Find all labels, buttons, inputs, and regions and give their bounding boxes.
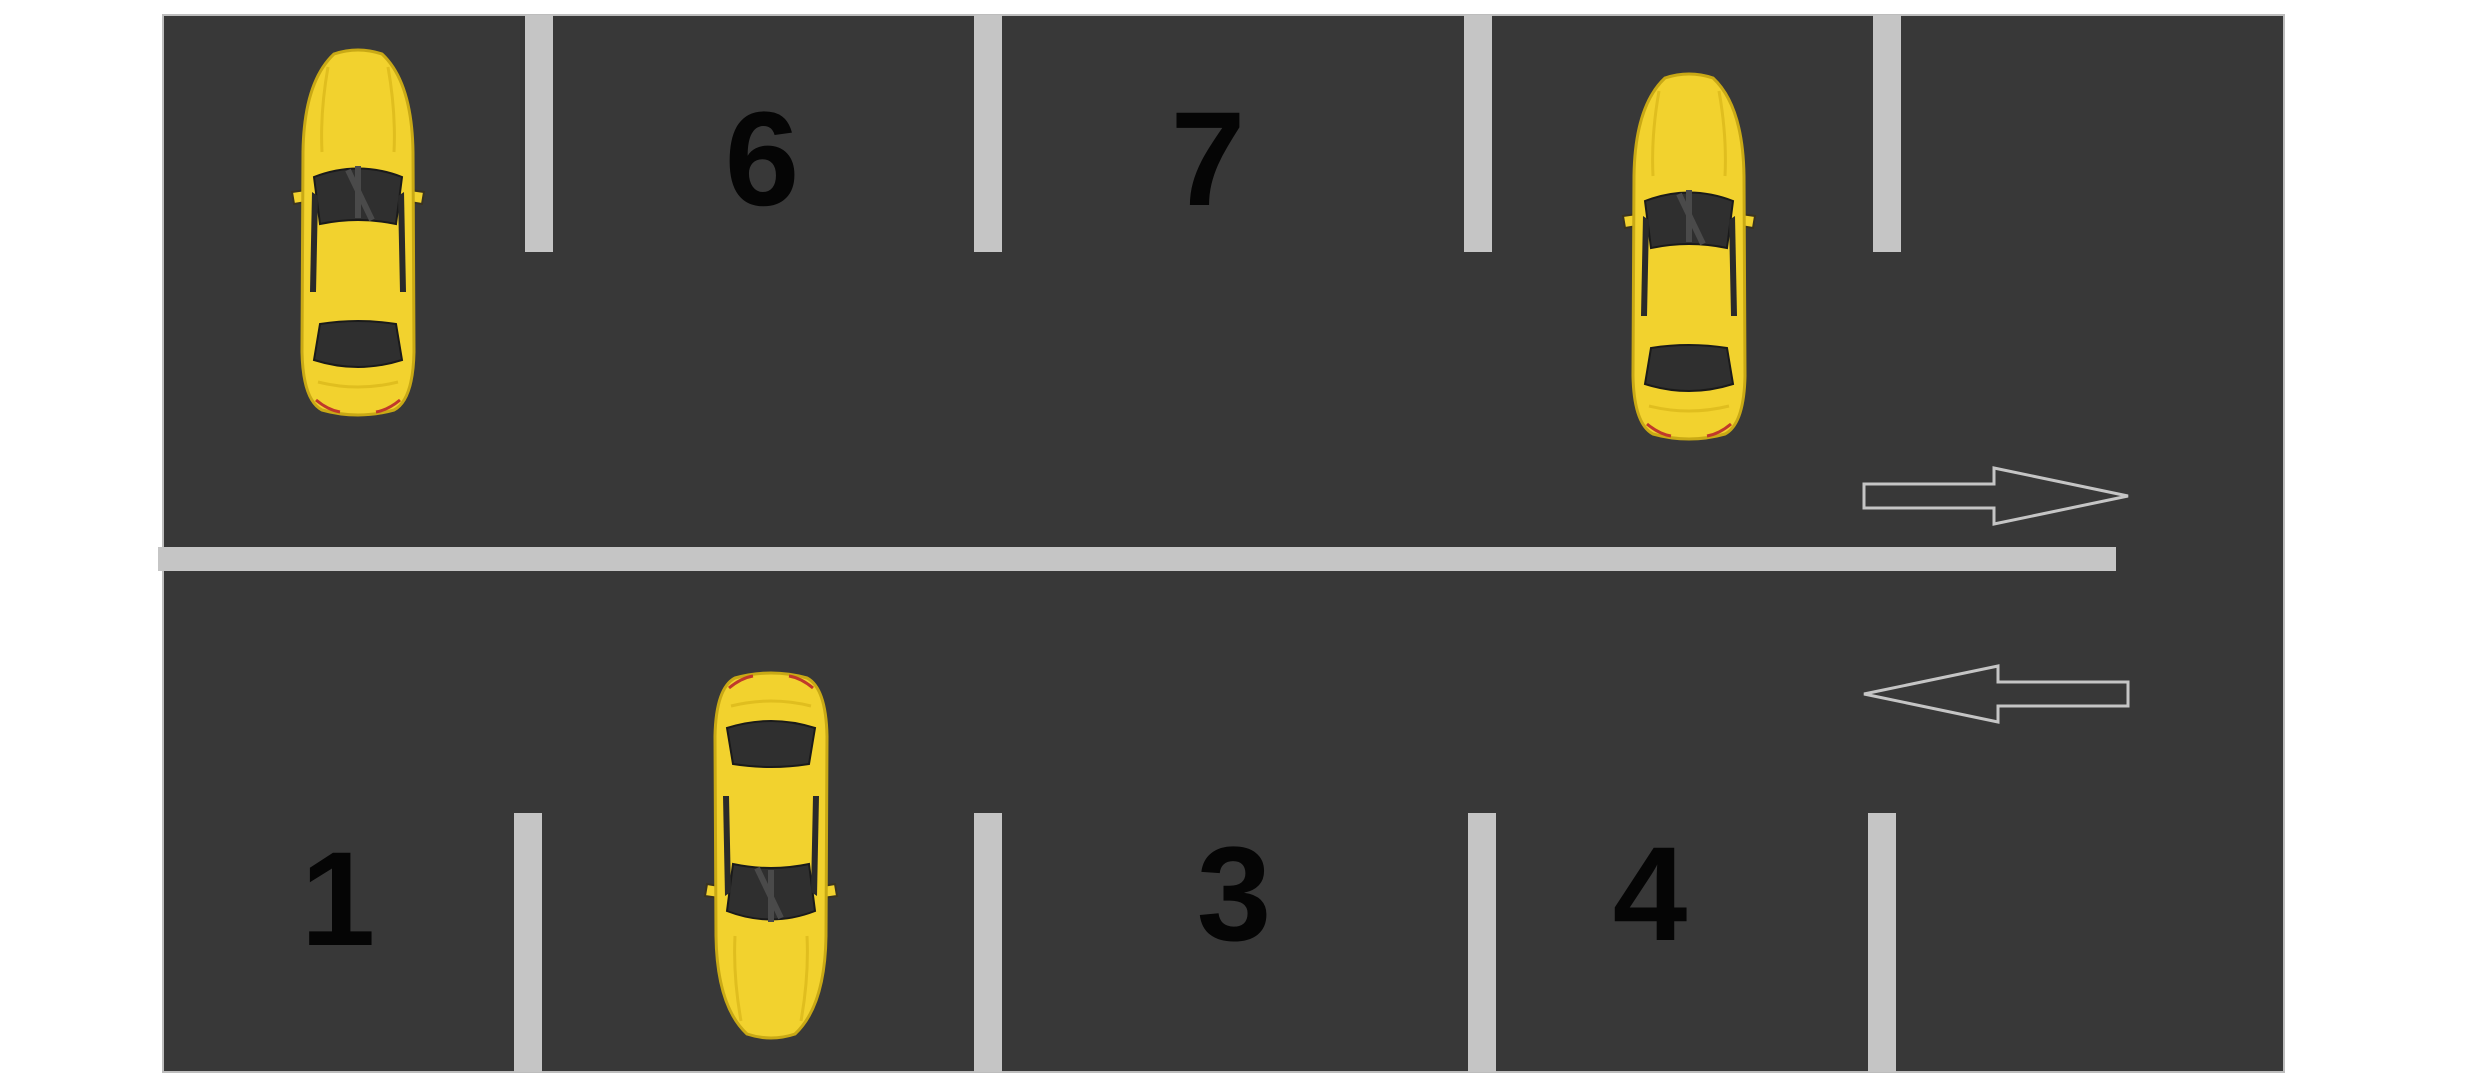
bottom-stall-line-1 xyxy=(514,813,542,1072)
spot-number-1: 1 xyxy=(301,825,376,974)
bottom-stall-line-3 xyxy=(1468,813,1496,1072)
top-stall-line-3 xyxy=(1464,15,1492,252)
parked-car-icon xyxy=(705,673,837,1038)
center-divider-line xyxy=(158,547,2116,571)
spot-number-4: 4 xyxy=(1613,820,1688,969)
spot-number-6: 6 xyxy=(725,85,800,234)
top-stall-line-2 xyxy=(974,15,1002,252)
spot-number-7: 7 xyxy=(1171,85,1246,234)
parked-car-icon xyxy=(1623,74,1755,439)
bottom-stall-line-4 xyxy=(1868,813,1896,1072)
top-stall-line-1 xyxy=(525,15,553,252)
parked-car-icon xyxy=(292,50,424,415)
top-stall-line-4 xyxy=(1873,15,1901,252)
spot-number-3: 3 xyxy=(1197,820,1272,969)
bottom-stall-line-2 xyxy=(974,813,1002,1072)
